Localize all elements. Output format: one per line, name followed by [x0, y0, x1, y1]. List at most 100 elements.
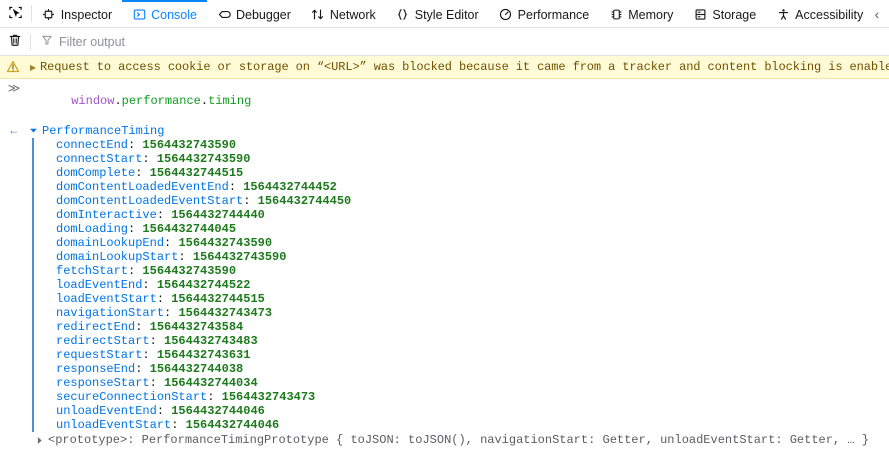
object-property-row[interactable]: domContentLoadedEventStart: 156443274445… — [56, 194, 889, 208]
object-property-row[interactable]: loadEventStart: 1564432744515 — [56, 292, 889, 306]
property-colon: : — [178, 250, 193, 264]
property-key: navigationStart — [56, 306, 165, 320]
object-property-row[interactable]: domLoading: 1564432744045 — [56, 222, 889, 236]
tab-memory-label: Memory — [628, 7, 674, 22]
warning-triangle-icon — [0, 60, 26, 74]
property-colon: : — [228, 180, 244, 194]
token-dot-2: . — [200, 94, 209, 108]
property-key: connectEnd — [56, 138, 129, 152]
property-value: 1564432744046 — [185, 418, 280, 432]
property-key: fetchStart — [56, 264, 129, 278]
object-property-row[interactable]: loadEventEnd: 1564432744522 — [56, 278, 889, 292]
property-value: 1564432744522 — [156, 278, 251, 292]
console-message-warning[interactable]: ▸ Request to access cookie or storage on… — [0, 56, 889, 79]
console-filter-toolbar — [0, 28, 889, 56]
property-key: loadEventStart — [56, 292, 157, 306]
object-property-row[interactable]: domComplete: 1564432744515 — [56, 166, 889, 180]
object-property-row[interactable]: responseEnd: 1564432744038 — [56, 362, 889, 376]
devtools-toolbar: Inspector Console Debugger — [0, 0, 889, 28]
inspector-icon — [42, 8, 56, 22]
object-property-row[interactable]: redirectStart: 1564432743483 — [56, 334, 889, 348]
object-property-row[interactable]: unloadEventStart: 1564432744046 — [56, 418, 889, 432]
tab-performance[interactable]: Performance — [489, 0, 600, 27]
property-key: domInteractive — [56, 208, 157, 222]
property-value: 1564432743584 — [149, 320, 244, 334]
object-property-row[interactable]: domainLookupEnd: 1564432743590 — [56, 236, 889, 250]
prototype-expand-twisty[interactable] — [34, 436, 44, 445]
object-property-row[interactable]: connectStart: 1564432743590 — [56, 152, 889, 166]
property-key: unloadEventStart — [56, 418, 172, 432]
property-colon: : — [128, 222, 143, 236]
tab-network[interactable]: Network — [301, 0, 386, 27]
property-value: 1564432744450 — [257, 194, 352, 208]
property-value: 1564432743590 — [178, 236, 273, 250]
console-input-expression[interactable]: window.performance.timing — [28, 80, 251, 122]
triangle-right-icon: ▸ — [29, 60, 37, 75]
tab-style-editor-label: Style Editor — [414, 7, 479, 22]
property-key: redirectEnd — [56, 320, 136, 334]
object-property-row[interactable]: connectEnd: 1564432743590 — [56, 138, 889, 152]
property-value: 1564432743590 — [156, 152, 251, 166]
filter-divider — [30, 33, 31, 50]
property-key: requestStart — [56, 348, 143, 362]
object-property-row[interactable]: requestStart: 1564432743631 — [56, 348, 889, 362]
object-property-row[interactable]: unloadEventEnd: 1564432744046 — [56, 404, 889, 418]
toolbar-overflow-button[interactable]: ‹ — [865, 0, 889, 27]
object-property-row[interactable]: secureConnectionStart: 1564432743473 — [56, 390, 889, 404]
debugger-icon — [217, 8, 231, 22]
object-property-list: connectEnd: 1564432743590 connectStart: … — [32, 138, 889, 432]
property-key: domLoading — [56, 222, 129, 236]
filter-input[interactable] — [59, 34, 319, 49]
tab-storage[interactable]: Storage — [683, 0, 766, 27]
property-key: domContentLoadedEventStart — [56, 194, 244, 208]
object-property-row[interactable]: navigationStart: 1564432743473 — [56, 306, 889, 320]
element-picker-button[interactable] — [0, 0, 31, 27]
property-key: domainLookupEnd — [56, 236, 165, 250]
property-colon: : — [128, 138, 143, 152]
warning-expand-twisty[interactable]: ▸ — [26, 60, 40, 75]
property-key: responseEnd — [56, 362, 136, 376]
property-key: responseStart — [56, 376, 150, 390]
property-colon: : — [135, 166, 150, 180]
warning-message-text: Request to access cookie or storage on “… — [40, 60, 889, 74]
tab-memory[interactable]: Memory — [599, 0, 683, 27]
tab-inspector[interactable]: Inspector — [32, 0, 122, 27]
tab-debugger[interactable]: Debugger — [207, 0, 301, 27]
property-key: secureConnectionStart — [56, 390, 208, 404]
property-colon: : — [164, 306, 179, 320]
token-dot-1: . — [114, 94, 122, 108]
property-value: 1564432744515 — [171, 292, 265, 306]
trash-icon — [8, 33, 22, 50]
object-property-row[interactable]: domInteractive: 1564432744440 — [56, 208, 889, 222]
property-key: domComplete — [56, 166, 136, 180]
filter-input-wrapper[interactable] — [31, 34, 889, 49]
object-expand-twisty[interactable] — [28, 126, 38, 136]
tab-console[interactable]: Console — [122, 0, 207, 27]
property-key: domContentLoadedEventEnd — [56, 180, 229, 194]
property-value: 1564432743590 — [192, 250, 287, 264]
property-colon: : — [142, 278, 157, 292]
object-property-row[interactable]: fetchStart: 1564432743590 — [56, 264, 889, 278]
tab-accessibility[interactable]: Accessibility — [766, 0, 865, 27]
property-value: 1564432743473 — [221, 390, 316, 404]
property-value: 1564432744038 — [149, 362, 244, 376]
devtools-tab-list: Inspector Console Debugger — [32, 0, 865, 27]
object-property-row[interactable]: responseStart: 1564432744034 — [56, 376, 889, 390]
console-prompt-glyph: ≫ — [7, 82, 21, 96]
property-key: unloadEventEnd — [56, 404, 157, 418]
property-colon: : — [171, 418, 186, 432]
object-header[interactable]: PerformanceTiming — [28, 123, 889, 138]
property-colon: : — [149, 376, 165, 390]
object-prototype-row[interactable]: <prototype>: PerformanceTimingPrototype … — [34, 432, 889, 448]
object-property-row[interactable]: domainLookupStart: 1564432743590 — [56, 250, 889, 264]
property-value: 1564432743590 — [142, 264, 237, 278]
clear-console-button[interactable] — [0, 33, 30, 50]
memory-icon — [609, 8, 623, 22]
object-property-row[interactable]: domContentLoadedEventEnd: 1564432744452 — [56, 180, 889, 194]
property-colon: : — [156, 292, 172, 306]
tab-inspector-label: Inspector — [60, 7, 113, 22]
tab-console-label: Console — [151, 7, 197, 22]
tab-style-editor[interactable]: Style Editor — [386, 0, 489, 27]
tab-network-label: Network — [329, 7, 376, 22]
object-property-row[interactable]: redirectEnd: 1564432743584 — [56, 320, 889, 334]
